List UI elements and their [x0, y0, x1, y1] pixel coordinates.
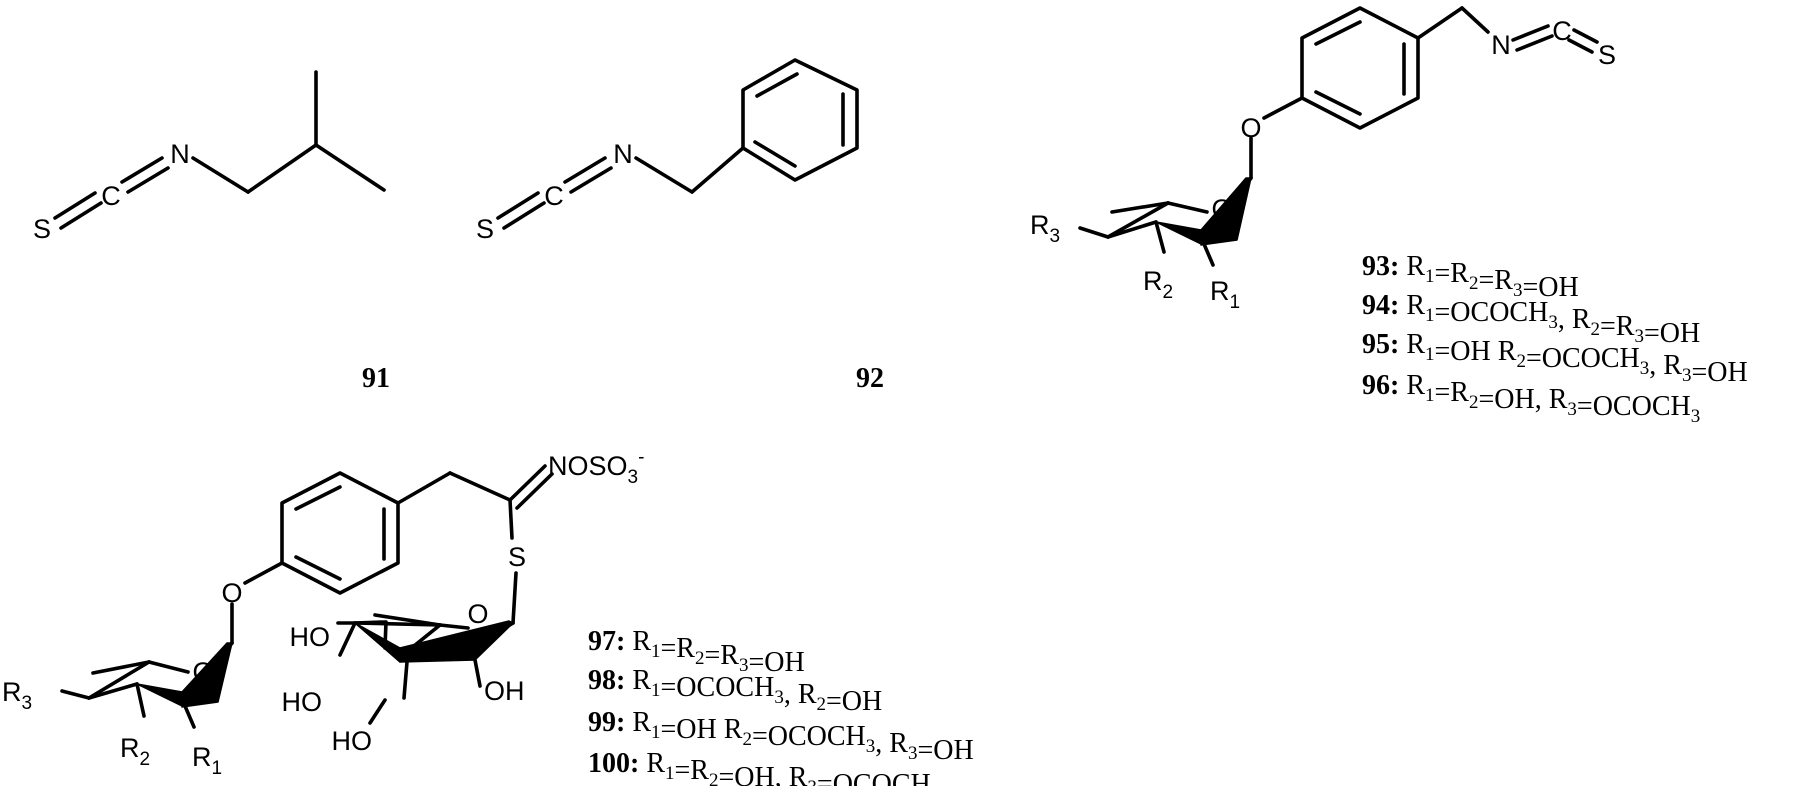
compound-label-number: 95:: [1362, 329, 1406, 360]
svg-text:R3: R3: [2, 677, 32, 714]
svg-text:R1: R1: [1210, 276, 1240, 313]
atom-s-97: S: [508, 542, 526, 572]
atom-r3-97: R3: [2, 677, 32, 714]
atom-r1-93: R1: [1210, 276, 1240, 313]
structure-97-100: NOSO3- S O O O HO HO HO OH R3 R2 R1: [2, 447, 644, 779]
compound-label-number: 100:: [588, 748, 646, 779]
structure-93-96: N C S O O R3 R2 R1: [1030, 6, 1616, 313]
atom-c-93: C: [1552, 16, 1572, 46]
compound-label-number: 99:: [588, 707, 632, 738]
atom-c-92: C: [544, 181, 564, 211]
legend-line-98: 98: R1=OCOCH3, R2=OH: [588, 665, 882, 717]
atom-n-91: N: [170, 139, 190, 169]
legend-line-93: 93: R1=R2=R3=OH: [1362, 251, 1579, 303]
compound-label-number: 94:: [1362, 290, 1406, 321]
atom-o-ring-97: O: [192, 657, 213, 687]
atom-o-ring-93: O: [1211, 194, 1232, 224]
svg-text:NOSO3-: NOSO3-: [548, 447, 644, 488]
atom-o-link-93: O: [1240, 113, 1261, 143]
legend-line-95: 95: R1=OH R2=OCOCH3, R3=OH: [1362, 329, 1748, 388]
atom-r2-97: R2: [120, 733, 150, 770]
atom-c-91: C: [101, 181, 121, 211]
compound-label-number: 97:: [588, 626, 632, 657]
svg-text:R2: R2: [1143, 266, 1173, 303]
structure-92: S C N: [476, 58, 859, 244]
legend-93-96: 93: R1=R2=R3=OH 94: R1=OCOCH3, R2=R3=OH …: [1362, 251, 1748, 427]
compound-number-91: 91: [362, 363, 390, 394]
atom-r1-97: R1: [192, 742, 222, 779]
atom-s-92: S: [476, 214, 494, 244]
svg-text:R1: R1: [192, 742, 222, 779]
atom-s-91: S: [33, 214, 51, 244]
atom-n-92: N: [613, 139, 633, 169]
atom-r2-93: R2: [1143, 266, 1173, 303]
atom-r3-93: R3: [1030, 210, 1060, 247]
legend-line-94: 94: R1=OCOCH3, R2=R3=OH: [1362, 290, 1700, 349]
atom-o-glc-97: O: [467, 599, 488, 629]
compound-label-number: 96:: [1362, 370, 1406, 401]
legend-line-99: 99: R1=OH R2=OCOCH3, R3=OH: [588, 707, 974, 766]
compound-label-number: 98:: [588, 665, 632, 696]
atom-o-link-97: O: [221, 578, 242, 608]
compound-number-92: 92: [856, 363, 884, 394]
legend-line-96: 96: R1=R2=OH, R3=OCOCH3: [1362, 370, 1700, 427]
legend-line-100: 100: R1=R2=OH, R3=OCOCH3: [588, 748, 940, 786]
atom-ho1-97: HO: [290, 622, 331, 652]
atom-oh1-97: OH: [484, 676, 525, 706]
svg-text:R2: R2: [120, 733, 150, 770]
atom-ho3-97: HO: [332, 726, 373, 756]
compound-label-number: 93:: [1362, 251, 1406, 282]
atom-n-93: N: [1491, 30, 1511, 60]
svg-text:R3: R3: [1030, 210, 1060, 247]
atom-ho2-97: HO: [282, 687, 323, 717]
atom-nosulf-97: NOSO3-: [548, 447, 644, 488]
structure-91: S C N: [33, 70, 386, 244]
atom-s-93: S: [1598, 40, 1616, 70]
legend-line-97: 97: R1=R2=R3=OH: [588, 626, 805, 678]
legend-97-100: 97: R1=R2=R3=OH 98: R1=OCOCH3, R2=OH 99:…: [588, 626, 974, 786]
